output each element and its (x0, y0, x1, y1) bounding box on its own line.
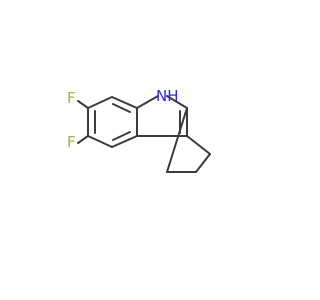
bond-c4-c3 (87, 96, 113, 109)
structure-canvas: F F NH (67, 87, 211, 173)
amine-label: NH (156, 87, 179, 105)
bond-c1-c6 (111, 135, 138, 148)
bond-n-c8 (166, 95, 188, 109)
bond-c2-fbottom (77, 135, 89, 144)
bond-c3-ftop (77, 100, 89, 109)
molecule-diagram: F F NH (67, 87, 211, 173)
bond-inner-top (112, 103, 131, 113)
fluorine-top-label: F (67, 89, 76, 107)
bond-inner-bottom (112, 131, 131, 141)
bond-c12-c8 (166, 107, 188, 173)
bond-c5-n (136, 95, 159, 109)
bond-c2-c1 (87, 135, 113, 148)
bond-c4-c5 (111, 96, 138, 109)
bond-c10-c11 (195, 153, 211, 173)
bond-c9-c10 (186, 135, 211, 155)
fluorine-bottom-label: F (67, 133, 76, 151)
